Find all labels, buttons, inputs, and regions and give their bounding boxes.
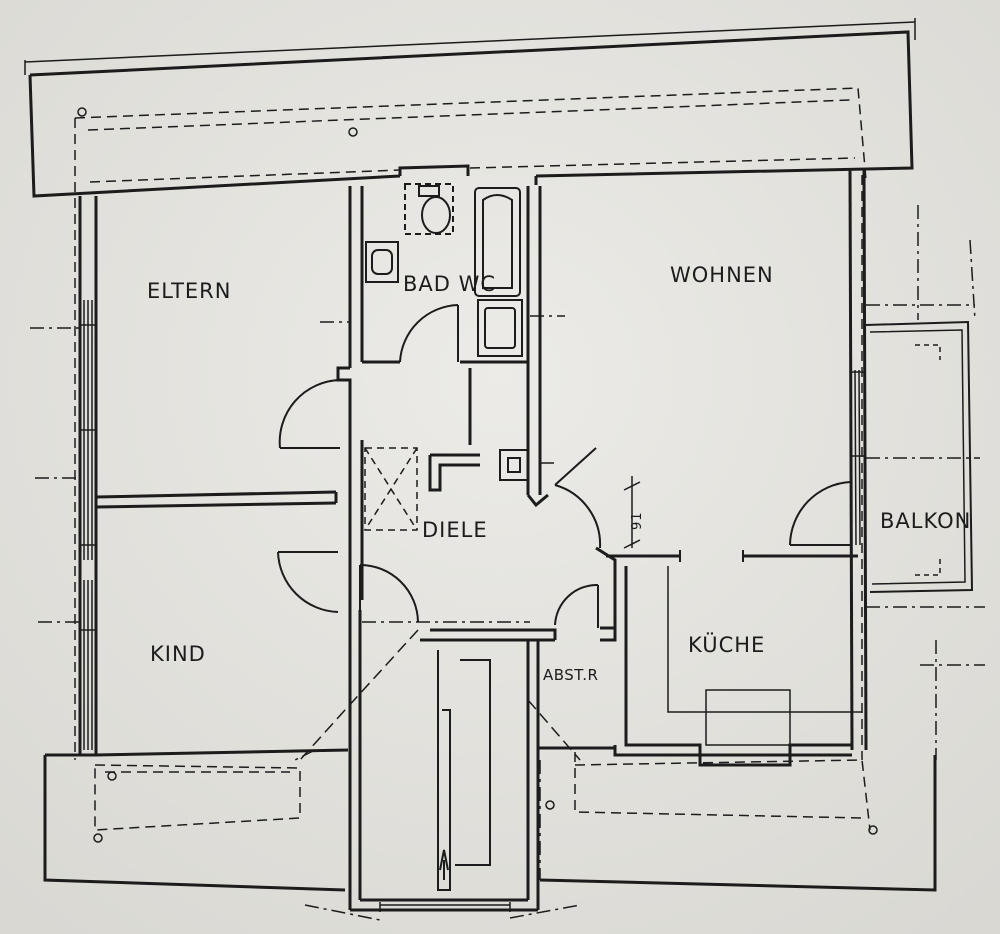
- bathtub-inner: [482, 194, 513, 289]
- shower-tray: [477, 299, 523, 357]
- shower-inner: [484, 307, 516, 349]
- reference-circle-bottom-left: [107, 771, 117, 781]
- roof-eave: [24, 18, 916, 198]
- sink: [365, 241, 399, 283]
- axis-lines: [30, 205, 985, 921]
- reference-circle-top: [348, 127, 358, 137]
- stair-window: [379, 902, 511, 912]
- bathroom-fixtures: [365, 183, 523, 357]
- toilet-area: [404, 183, 454, 235]
- roof-overhang-dashed: [74, 87, 867, 760]
- room-label-diele: DIELE: [422, 518, 488, 542]
- doors: [277, 304, 851, 628]
- room-label-kind: KIND: [150, 642, 206, 666]
- bathtub: [474, 187, 521, 297]
- kitchen-counter: [667, 566, 862, 746]
- room-label-abstellraum: ABST.R: [543, 666, 598, 684]
- sink-basin: [371, 249, 393, 275]
- wardrobe: [364, 447, 418, 531]
- diagonal-lines: [299, 629, 581, 761]
- dimension-label-91: 91: [630, 511, 645, 530]
- dimension-91: [623, 476, 641, 549]
- exterior-walls: [78, 164, 868, 755]
- room-label-balkon: BALKON: [880, 509, 971, 533]
- chimney: [499, 449, 529, 481]
- reference-circle-bottom: [545, 800, 555, 810]
- room-label-kueche: KÜCHE: [688, 632, 765, 657]
- room-label-bad-wc: BAD WC: [403, 272, 496, 296]
- toilet-tank: [418, 185, 440, 197]
- reference-circle-top-left: [77, 107, 87, 117]
- staircase: [437, 650, 491, 891]
- toilet-bowl: [421, 196, 451, 234]
- right-window: [850, 369, 866, 546]
- balcony: [865, 320, 974, 593]
- reference-circle-bottom-left-2: [93, 833, 103, 843]
- bottom-eaves: [43, 753, 937, 892]
- bottom-eaves-dashed: [94, 752, 871, 831]
- reference-circle-bottom-right: [868, 825, 878, 835]
- room-label-eltern: ELTERN: [147, 279, 231, 303]
- room-label-wohnen: WOHNEN: [670, 263, 774, 287]
- left-windows: [80, 300, 96, 750]
